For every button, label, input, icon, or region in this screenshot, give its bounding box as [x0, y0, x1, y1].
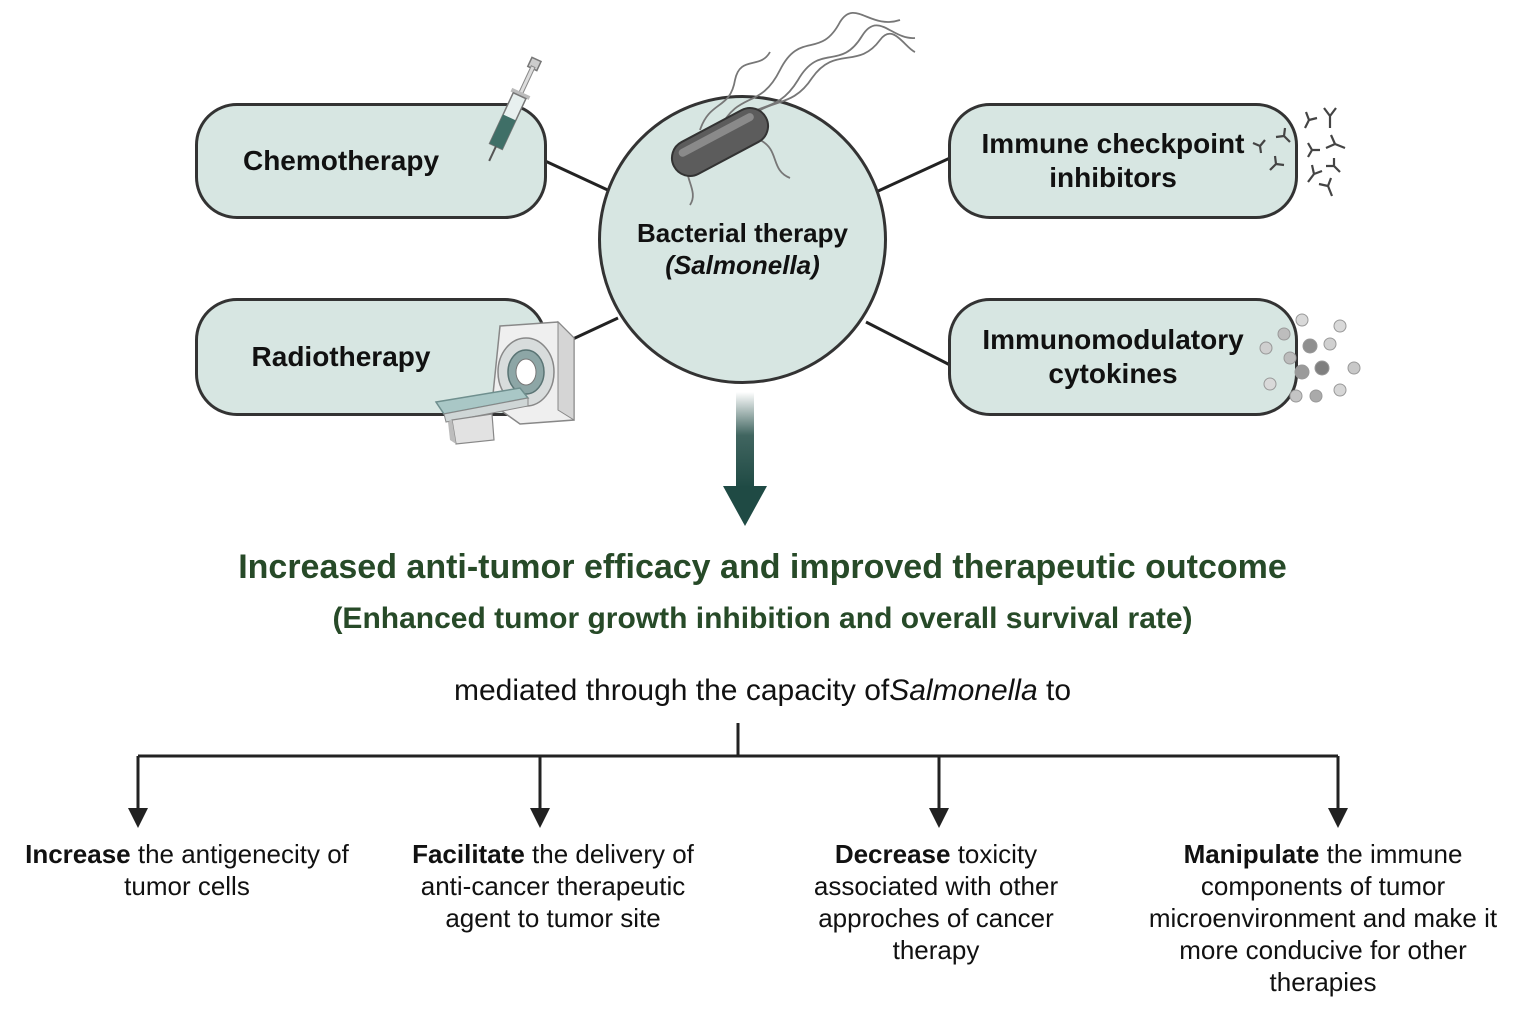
capacity-decrease-text: toxicity associated with other approches… — [813, 839, 1059, 965]
connector-chemotherapy — [542, 158, 613, 194]
capacity-manipulate-verb: Manipulate — [1183, 839, 1320, 869]
checkpoint-label-line1: Immune checkpoint — [981, 128, 1245, 159]
branch-connector — [136, 723, 1340, 812]
bacterial-therapy-node: Bacterial therapy (Salmonella) — [598, 95, 887, 384]
capacity-manipulate: Manipulate the immune components of tumo… — [1128, 838, 1518, 998]
branch-arrowheads — [128, 808, 1348, 828]
mediated-organism: Salmonella — [889, 674, 1038, 707]
capacity-facilitate-verb: Facilitate — [412, 839, 525, 869]
connector-cytokines — [865, 320, 951, 367]
mediated-before: mediated through the capacity of — [453, 674, 890, 707]
center-subtitle: (Salmonella) — [665, 249, 820, 280]
capacity-facilitate: Facilitate the delivery of anti-cancer t… — [398, 838, 708, 934]
capacity-manipulate-text: the immune components of tumor microenvi… — [1148, 839, 1498, 997]
outcome-subtitle: (Enhanced tumor growth inhibition and ov… — [332, 602, 1193, 635]
checkpoint-box: Immune checkpoint inhibitors — [948, 103, 1298, 219]
chemotherapy-box: Chemotherapy — [195, 103, 547, 219]
checkpoint-label-line2: inhibitors — [1049, 162, 1177, 193]
capacity-increase-text: the antigenecity of tumor cells — [124, 839, 349, 901]
capacity-decrease-verb: Decrease — [834, 839, 951, 869]
connector-checkpoint — [875, 156, 951, 194]
down-arrow-icon — [723, 392, 767, 526]
radiotherapy-label: Radiotherapy — [251, 341, 431, 372]
center-title: Bacterial therapy — [637, 217, 848, 248]
connector-radiotherapy — [559, 316, 619, 347]
cytokines-label-line1: Immunomodulatory — [982, 324, 1244, 355]
cytokines-box: Immunomodulatory cytokines — [948, 298, 1298, 416]
mediated-after: to — [1046, 674, 1072, 707]
mediated-text: mediated through the capacity ofSalmonel… — [0, 674, 1525, 708]
outcome-title: Increased anti-tumor efficacy and improv… — [238, 548, 1287, 586]
radiotherapy-box: Radiotherapy — [195, 298, 547, 416]
capacity-increase: Increase the antigenecity of tumor cells — [6, 838, 368, 902]
capacity-decrease: Decrease toxicity associated with other … — [790, 838, 1082, 966]
capacity-facilitate-text: the delivery of anti-cancer therapeutic … — [420, 839, 694, 933]
cytokines-label-line2: cytokines — [1048, 358, 1178, 389]
chemotherapy-label: Chemotherapy — [242, 145, 440, 176]
capacity-increase-verb: Increase — [25, 839, 131, 869]
